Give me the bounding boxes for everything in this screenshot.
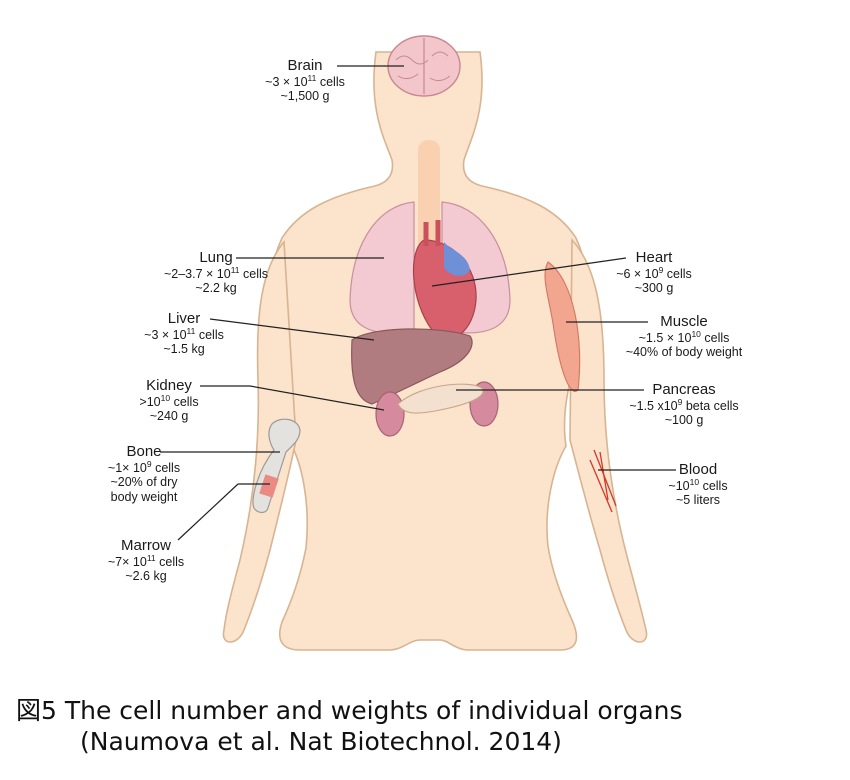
lung-label: Lung ~2–3.7 × 1011 cells ~2.2 kg xyxy=(140,249,292,296)
left-arm xyxy=(222,239,297,643)
brain-organ xyxy=(387,35,461,97)
pancreas-label: Pancreas ~1.5 x109 beta cells ~100 g xyxy=(612,381,756,428)
anatomy-figure: Brain ~3 × 1011 cells ~1,500 g Lung ~2–3… xyxy=(94,35,756,651)
blood-line-2: ~5 liters xyxy=(675,493,721,508)
blood-line-1: ~1010 cells xyxy=(668,476,728,493)
marrow-line-1: ~7× 1011 cells xyxy=(107,552,185,569)
heart-organ xyxy=(412,220,477,339)
muscle-organ xyxy=(544,261,581,392)
bone-label: Bone ~1× 109 cells ~20% of dry body weig… xyxy=(94,443,194,505)
liver-line-2: ~1.5 kg xyxy=(163,342,205,357)
figure-caption: 図5 The cell number and weights of indivi… xyxy=(16,696,846,757)
liver-label: Liver ~3 × 1011 cells ~1.5 kg xyxy=(132,310,236,357)
kidney-left-organ xyxy=(375,391,405,437)
right-arm xyxy=(569,237,648,643)
heart-label: Heart ~6 × 109 cells ~300 g xyxy=(606,249,702,296)
caption-line-2: (Naumova et al. Nat Biotechnol. 2014) xyxy=(80,726,562,756)
lung-line-2: ~2.2 kg xyxy=(195,281,237,296)
blood-vessels xyxy=(589,449,617,513)
caption-line-1: 図5 The cell number and weights of indivi… xyxy=(16,696,683,725)
brain-line-1: ~3 × 1011 cells xyxy=(265,72,345,89)
bone-line-1: ~1× 109 cells xyxy=(107,458,181,475)
heart-line-1: ~6 × 109 cells xyxy=(616,264,692,281)
marrow-line-2: ~2.6 kg xyxy=(125,569,167,584)
muscle-line-2: ~40% of body weight xyxy=(625,345,743,360)
leader-lines xyxy=(160,65,676,541)
muscle-line-1: ~1.5 × 1010 cells xyxy=(638,328,730,345)
bone-line-3: body weight xyxy=(110,490,178,505)
lung-line-1: ~2–3.7 × 1011 cells xyxy=(163,264,269,281)
pancreas-line-1: ~1.5 x109 beta cells xyxy=(629,396,739,413)
heart-line-2: ~300 g xyxy=(634,281,674,296)
bone-line-2: ~20% of dry xyxy=(110,475,178,490)
pancreas-organ xyxy=(397,383,484,414)
bone-organ xyxy=(252,418,301,514)
brain-line-2: ~1,500 g xyxy=(280,89,330,104)
liver-line-1: ~3 × 1011 cells xyxy=(144,325,224,342)
brain-label: Brain ~3 × 1011 cells ~1,500 g xyxy=(260,57,350,104)
kidney-label: Kidney >1010 cells ~240 g xyxy=(124,377,214,424)
marrow-label: Marrow ~7× 1011 cells ~2.6 kg xyxy=(96,537,196,584)
blood-label: Blood ~1010 cells ~5 liters xyxy=(650,461,746,508)
pancreas-line-2: ~100 g xyxy=(664,413,704,428)
body-illustration xyxy=(160,35,676,651)
kidney-line-2: ~240 g xyxy=(149,409,189,424)
liver-organ xyxy=(351,328,473,405)
kidney-line-1: >1010 cells xyxy=(139,392,199,409)
muscle-label: Muscle ~1.5 × 1010 cells ~40% of body we… xyxy=(614,313,754,360)
